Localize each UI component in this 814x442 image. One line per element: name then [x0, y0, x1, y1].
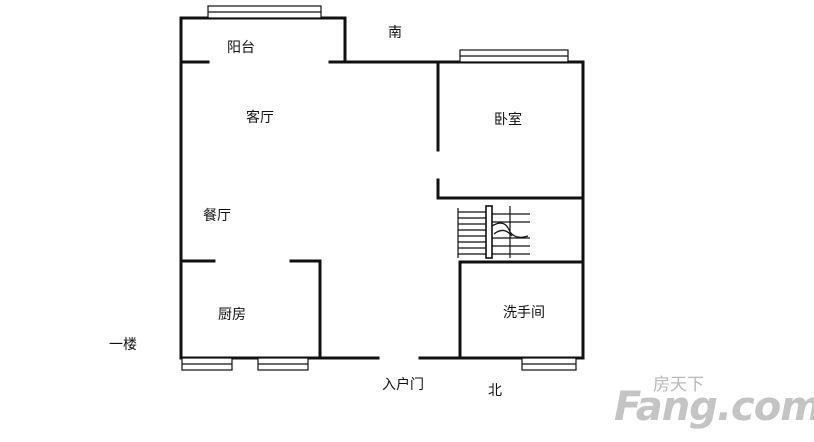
- washroom-label: 洗手间: [503, 305, 545, 321]
- floor-label: 一楼: [109, 337, 137, 353]
- watermark-logo: 房天下 Fang.com: [612, 366, 814, 430]
- walls: [179, 16, 585, 360]
- windows: [181, 5, 577, 371]
- kitchen-label: 厨房: [218, 307, 246, 323]
- watermark-brand: Fang.com: [614, 384, 814, 430]
- living-room-label: 客厅: [246, 110, 274, 126]
- bedroom-label: 卧室: [494, 112, 522, 128]
- south-label: 南: [388, 25, 402, 41]
- entrance-label: 入户门: [382, 377, 424, 393]
- north-label: 北: [488, 383, 502, 399]
- watermark-chinese: 房天下: [653, 375, 704, 395]
- dining-room-label: 餐厅: [203, 208, 231, 224]
- staircase: [457, 205, 530, 259]
- balcony-label: 阳台: [227, 40, 255, 56]
